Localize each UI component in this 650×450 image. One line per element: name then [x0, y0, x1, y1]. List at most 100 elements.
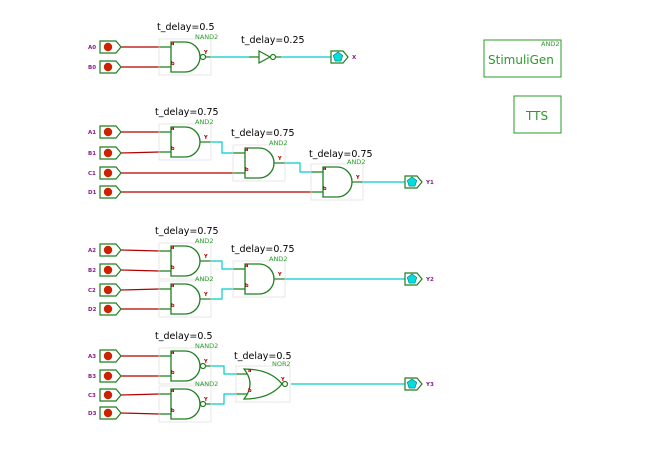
input-dot-icon: [103, 285, 113, 295]
inversion-bubble-icon: [269, 53, 277, 61]
input-dot-icon: [103, 42, 113, 52]
output-pentagon-icon: [406, 378, 418, 389]
gate-frame: [158, 123, 212, 161]
output-wire: [211, 141, 233, 154]
gate-frame: [158, 280, 212, 318]
gate-input-leads: [159, 46, 171, 68]
pin-y-label: Y: [203, 359, 208, 365]
input-dot-icon: [103, 408, 113, 418]
and2-gate-2a[interactable]: [158, 242, 212, 280]
and2-gate-2c[interactable]: [232, 260, 286, 298]
input-wire: [120, 412, 160, 415]
pin-b-label: b: [245, 283, 249, 289]
gate-body: [244, 147, 275, 179]
nand2-gate-3b[interactable]: [158, 385, 212, 423]
pin-b-label: b: [171, 408, 175, 414]
input-signal-label: B1: [88, 151, 96, 157]
inversion-bubble-icon: [199, 400, 207, 408]
pin-b-label: b: [245, 167, 249, 173]
gate-body: [170, 350, 201, 382]
input-port[interactable]: D1: [88, 185, 122, 199]
not-gate-0[interactable]: [249, 49, 281, 65]
gate-type-label: AND2: [269, 139, 287, 147]
pin-y-label: Y: [280, 377, 285, 383]
gate-type-label: AND2: [269, 255, 287, 263]
nand2-gate-3a[interactable]: [158, 347, 212, 385]
pin-b-label: b: [323, 186, 327, 192]
input-port[interactable]: A2: [88, 243, 122, 257]
input-signal-label: D2: [88, 307, 97, 313]
output-port[interactable]: X: [330, 50, 357, 64]
gate-type-label: NAND2: [195, 380, 218, 388]
gate-input-leads: [159, 131, 171, 153]
gate-type-label: NAND2: [195, 342, 218, 350]
pin-y-label: Y: [355, 175, 360, 181]
input-signal-label: B2: [88, 268, 96, 274]
input-dot-icon: [103, 62, 113, 72]
input-port[interactable]: C2: [88, 283, 122, 297]
input-wire: [120, 288, 160, 291]
pin-b-label: b: [171, 265, 175, 271]
pin-b-label: b: [171, 61, 175, 67]
input-port[interactable]: D3: [88, 406, 122, 420]
pin-y-label: Y: [277, 156, 282, 162]
input-signal-label: B0: [88, 65, 96, 71]
gate-body: [244, 263, 275, 295]
and2-gate-1a[interactable]: [158, 123, 212, 161]
gate-input-leads: [233, 268, 245, 290]
and2-gate-1c[interactable]: [310, 163, 364, 201]
input-dot-icon: [103, 390, 113, 400]
pin-a-label: a: [323, 166, 326, 172]
and2-gate-1b[interactable]: [232, 144, 286, 182]
input-port[interactable]: A3: [88, 349, 122, 363]
output-port[interactable]: Y3: [404, 377, 434, 391]
output-wire: [211, 393, 236, 405]
nor2-gate-3c[interactable]: [235, 365, 291, 403]
nand2-gate-0[interactable]: [158, 38, 212, 76]
output-port[interactable]: Y2: [404, 272, 434, 286]
input-port[interactable]: C3: [88, 388, 122, 402]
output-signal-label: Y1: [425, 180, 434, 186]
stimuli-gen-block[interactable]: StimuliGen AND2: [483, 39, 562, 78]
gate-input-leads: [311, 171, 323, 193]
delay-label: t_delay=0.5: [157, 22, 215, 33]
delay-label: t_delay=0.75: [155, 107, 219, 118]
gate-body: [322, 166, 353, 198]
delay-label: t_delay=0.75: [231, 128, 295, 139]
gate-input-leads: [233, 152, 245, 174]
pin-a-label: a: [171, 283, 174, 289]
input-port[interactable]: D2: [88, 302, 122, 316]
pin-a-label: a: [171, 41, 174, 47]
gate-body: [242, 368, 283, 400]
stimuli-gen-tag: AND2: [541, 40, 559, 48]
gate-type-label: AND2: [195, 118, 213, 126]
gate-body: [170, 283, 201, 315]
pin-b-label: b: [171, 303, 175, 309]
input-port[interactable]: B2: [88, 263, 122, 277]
gate-input-leads: [159, 250, 171, 272]
delay-label: t_delay=0.5: [155, 331, 213, 342]
delay-label: t_delay=0.75: [155, 226, 219, 237]
inversion-bubble-icon: [199, 53, 207, 61]
tts-block[interactable]: TTS: [513, 95, 562, 134]
input-signal-label: A2: [88, 248, 96, 254]
pin-y-label: Y: [203, 397, 208, 403]
input-port[interactable]: B3: [88, 369, 122, 383]
input-port[interactable]: A0: [88, 40, 122, 54]
output-port[interactable]: Y1: [404, 175, 434, 189]
gate-type-label: NOR2: [272, 360, 291, 368]
input-port[interactable]: A1: [88, 125, 122, 139]
input-signal-label: C3: [88, 393, 96, 399]
pin-b-label: b: [171, 146, 175, 152]
output-signal-label: Y2: [425, 277, 434, 283]
pin-b-label: b: [171, 370, 175, 376]
input-port[interactable]: C1: [88, 166, 122, 180]
gate-type-label: AND2: [195, 275, 213, 283]
input-port[interactable]: B1: [88, 146, 122, 160]
input-port[interactable]: B0: [88, 60, 122, 74]
gate-frame: [158, 242, 212, 280]
pin-a-label: a: [171, 126, 174, 132]
and2-gate-2b[interactable]: [158, 280, 212, 318]
pin-a-label: a: [245, 263, 248, 269]
labels: NAND2abYt_delay=0.5t_delay=0.25AND2abYt_…: [155, 22, 373, 414]
